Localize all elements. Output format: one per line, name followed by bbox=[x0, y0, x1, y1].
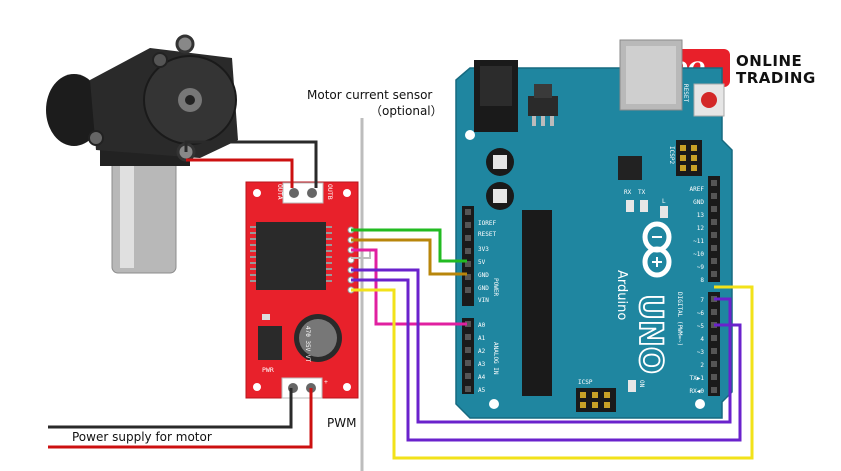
reset-label: RESET bbox=[682, 84, 689, 102]
l-label: L bbox=[662, 198, 666, 205]
tx-label: TX bbox=[638, 189, 646, 196]
out-a-label: OUTA bbox=[276, 184, 284, 200]
motor-icon bbox=[46, 34, 238, 274]
pin-6: ~6 bbox=[697, 310, 705, 317]
wire-motor-red bbox=[186, 158, 294, 188]
out-b-label: OUTB bbox=[326, 184, 334, 200]
pwm-label: PWM bbox=[327, 416, 356, 430]
pin-a2: A2 bbox=[478, 348, 486, 355]
pin-gnd-d: GND bbox=[693, 199, 704, 206]
pin-5: ~5 bbox=[697, 323, 705, 330]
pin-13: 13 bbox=[697, 212, 705, 219]
power-supply-label: Power supply for motor bbox=[72, 430, 212, 444]
power-label: POWER bbox=[492, 278, 499, 296]
logo-line2: TRADING bbox=[736, 69, 816, 87]
pin-2: 2 bbox=[700, 362, 704, 369]
arduino-model: UNO bbox=[632, 294, 670, 374]
pin-reset: RESET bbox=[478, 231, 496, 238]
pin-gnd-1: GND bbox=[478, 272, 489, 279]
digital-header-top bbox=[708, 176, 720, 282]
pin-a3: A3 bbox=[478, 361, 486, 368]
pin-11: ~11 bbox=[693, 238, 704, 245]
pin-a1: A1 bbox=[478, 335, 486, 342]
pin-gnd-2: GND bbox=[478, 285, 489, 292]
pin-7: 7 bbox=[700, 297, 704, 304]
arduino-uno-board: RESET ICSP2 RX TX L Arduino UNO bbox=[455, 39, 733, 419]
sensor-label-line2: （optional） bbox=[370, 104, 443, 118]
wire-magenta-a0 bbox=[351, 248, 467, 326]
pin-3v3: 3V3 bbox=[478, 246, 489, 253]
wire-current-sensor-stub bbox=[351, 250, 371, 259]
icsp-label: ICSP bbox=[578, 379, 593, 386]
wire-power-black bbox=[48, 388, 293, 429]
pin-a0: A0 bbox=[478, 322, 486, 329]
wire-purple-5 bbox=[351, 278, 742, 442]
power-header bbox=[462, 206, 474, 306]
pin-aref: AREF bbox=[690, 186, 705, 193]
wire-power-red bbox=[48, 388, 313, 449]
pin-9: ~9 bbox=[697, 264, 705, 271]
digital-label: DIGITAL (PWM=~) bbox=[676, 292, 683, 346]
arduino-name: Arduino bbox=[614, 270, 629, 320]
pin-a5: A5 bbox=[478, 387, 486, 394]
pin-4: 4 bbox=[700, 336, 704, 343]
pin-5v: 5V bbox=[478, 259, 486, 266]
wire-purple-7 bbox=[351, 268, 732, 424]
pin-3: ~3 bbox=[697, 349, 705, 356]
sensor-label-line1: Motor current sensor bbox=[307, 88, 432, 102]
wire-green-5v bbox=[351, 228, 467, 263]
wire-brown-gnd bbox=[351, 238, 467, 276]
rx-label: RX bbox=[624, 189, 632, 196]
motor-driver-board: OUTA OUTB 470 35V VT PWR + bbox=[245, 181, 359, 399]
pin-0: RX◀0 bbox=[690, 388, 705, 395]
on-label: ON bbox=[638, 380, 645, 388]
analog-header bbox=[462, 318, 474, 394]
analog-label: ANALOG IN bbox=[492, 342, 499, 375]
pin-a4: A4 bbox=[478, 374, 486, 381]
pin-10: ~10 bbox=[693, 251, 704, 258]
wire-motor-black bbox=[184, 140, 318, 188]
digital-header-bottom bbox=[708, 292, 720, 396]
plus-label: + bbox=[324, 378, 328, 386]
pin-12: 12 bbox=[697, 225, 705, 232]
pin-vin: VIN bbox=[478, 297, 489, 304]
pin-1: TX▶1 bbox=[690, 375, 705, 382]
pin-ioref: IOREF bbox=[478, 220, 496, 227]
wire-yellow-pwm bbox=[351, 285, 754, 460]
logo-line1: ONLINE bbox=[736, 52, 802, 70]
pwr-label: PWR bbox=[262, 366, 274, 374]
icsp2-label: ICSP2 bbox=[668, 146, 675, 164]
pin-8: 8 bbox=[700, 277, 704, 284]
capacitor-label: 470 35V VT bbox=[304, 326, 311, 363]
